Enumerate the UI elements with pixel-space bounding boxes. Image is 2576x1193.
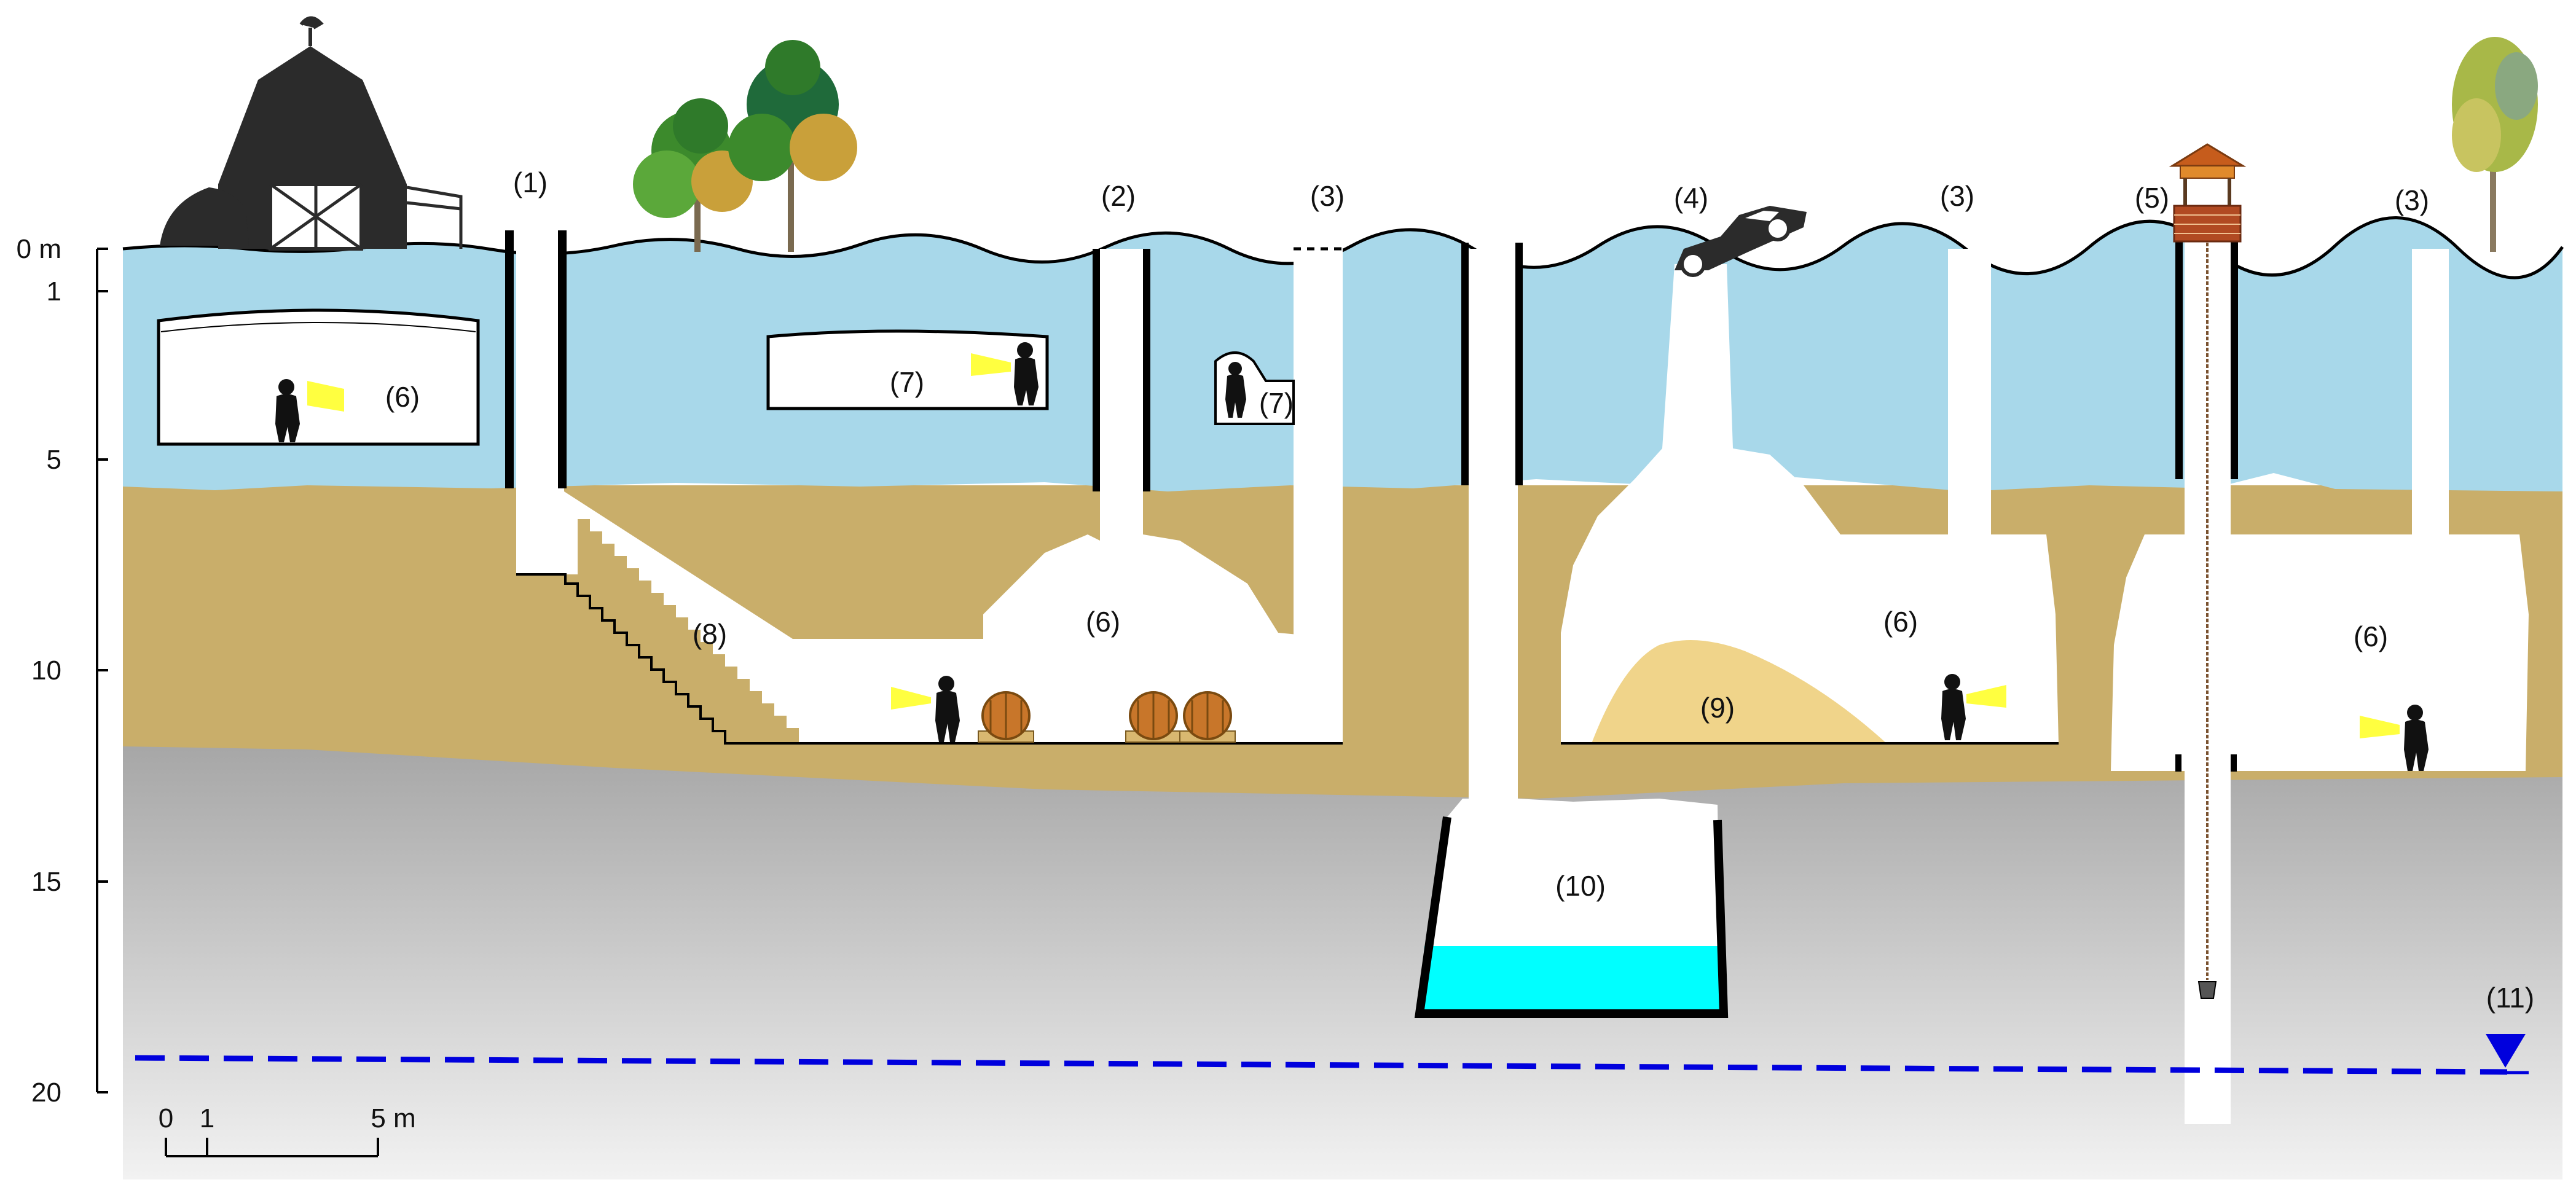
chamber-10-walls [1414, 816, 1729, 1018]
car-icon [1675, 206, 1807, 277]
sand-heap-9 [1592, 640, 1887, 743]
explorer-icon-1 [275, 379, 344, 442]
cave-far-right [2111, 534, 2529, 771]
barrel-icon-3 [1179, 691, 1236, 743]
explorer-icon-4 [891, 676, 960, 742]
label-6a: (6) [385, 381, 420, 413]
barrel-icon-1 [978, 691, 1034, 743]
label-9: (9) [1700, 692, 1735, 724]
label-3c: (3) [2395, 184, 2429, 216]
scale-label-5m: 5 m [371, 1103, 415, 1133]
scale-bar: 0 1 5 m [159, 1103, 416, 1157]
depth-axis: 0 m 1 5 10 15 20 [17, 234, 108, 1108]
vaulted-cellar-left [157, 308, 480, 446]
well-house-icon [2169, 143, 2247, 243]
central-shaft-cavity [1469, 249, 1518, 802]
scale-label-0: 0 [159, 1103, 173, 1133]
depth-tick-5: 5 [47, 445, 61, 475]
shaft-1-lining-left [505, 230, 514, 488]
chalk-layer [123, 743, 2562, 1179]
central-shaft-lining-right [1515, 243, 1523, 485]
explorer-icon-6 [2360, 705, 2429, 771]
label-5: (5) [2135, 182, 2169, 214]
tree-icon-2 [728, 40, 857, 252]
label-7b: (7) [1259, 387, 1294, 419]
explorer-icon-5 [1941, 674, 2006, 740]
tree-icon-1 [633, 98, 753, 252]
label-2: (2) [1101, 180, 1136, 212]
shaft-2-lining-right [1143, 249, 1150, 491]
shaft-2-lining-left [1093, 249, 1100, 491]
shaft-3a-cavity [1294, 249, 1343, 642]
label-11: (11) [2486, 982, 2534, 1014]
depth-tick-1: 1 [47, 276, 61, 307]
tree-icon-3 [2452, 37, 2538, 252]
cellar-7-middle [766, 329, 1049, 410]
scale-label-1: 1 [200, 1103, 214, 1133]
label-10: (10) [1555, 870, 1606, 902]
label-8: (8) [693, 618, 727, 650]
shaft-staircase-cavity [516, 233, 1343, 743]
label-3b: (3) [1940, 180, 1974, 212]
cave-far-right-floor-left [2175, 754, 2181, 772]
explorer-icon-2 [971, 342, 1039, 405]
central-shaft-lining-left [1461, 243, 1469, 485]
collapse-crater-cavity [1561, 249, 2059, 743]
depth-tick-10: 10 [31, 655, 61, 686]
label-3a: (3) [1310, 180, 1345, 212]
water-table-triangle-icon [2486, 1034, 2526, 1068]
depth-tick-0: 0 m [17, 234, 61, 264]
shaft-3c-cavity [2412, 249, 2449, 538]
label-6d: (6) [2354, 620, 2388, 652]
barn-icon [160, 16, 463, 251]
shaft-1-lining-right [558, 230, 567, 488]
staircase-outline [516, 573, 1343, 745]
chamber-10-water [1420, 946, 1724, 1012]
label-4: (4) [1674, 182, 1708, 214]
well-bucket-icon [2197, 981, 2217, 999]
well-lining-right [2231, 240, 2238, 479]
label-6c: (6) [1883, 606, 1918, 638]
explorer-icon-3 [1225, 362, 1246, 418]
vaulted-cellar-left-arch [160, 322, 476, 332]
depth-tick-20: 20 [31, 1078, 61, 1108]
label-7a: (7) [890, 366, 924, 398]
label-1: (1) [513, 166, 548, 198]
cave-far-right-floor-right [2231, 754, 2237, 772]
label-6b: (6) [1086, 606, 1120, 638]
depth-tick-15: 15 [31, 867, 61, 897]
well-lining-left [2175, 240, 2183, 479]
